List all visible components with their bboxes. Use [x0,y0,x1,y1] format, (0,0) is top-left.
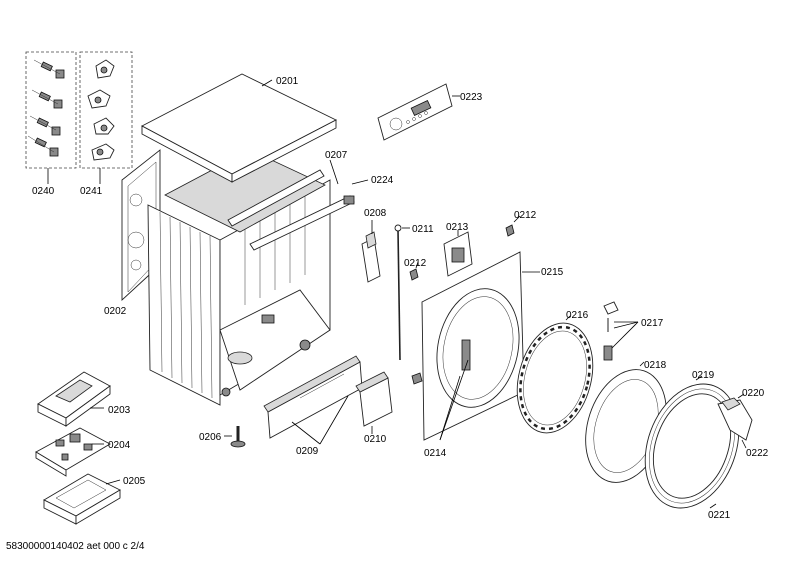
hinge-parts-0217 [603,301,619,361]
clip-lower [411,372,423,385]
label-0212-right: 0212 [514,210,537,221]
control-panel-0223 [377,83,453,141]
adjustable-foot-0206 [230,426,246,448]
electronic-module-0203 [37,371,111,427]
door-lock-0213 [443,231,473,277]
clip-0212-left [409,268,419,281]
label-0217: 0217 [641,318,664,329]
kit-0240-box [25,51,77,169]
door-inner-ring-0216 [516,322,594,434]
label-0241: 0241 [80,186,103,197]
label-0210: 0210 [364,434,387,445]
label-0222: 0222 [746,448,769,459]
service-flap-0210 [355,371,393,427]
label-0207: 0207 [325,150,348,161]
label-0208: 0208 [364,208,387,219]
label-0223: 0223 [460,92,483,103]
label-0212-left: 0212 [404,258,427,269]
label-0214: 0214 [424,448,447,459]
label-0216: 0216 [566,310,589,321]
kit-0241-box [79,51,133,169]
cabinet-body [147,149,331,406]
label-0240: 0240 [32,186,55,197]
label-0205: 0205 [123,476,146,487]
label-0224: 0224 [371,175,394,186]
door-handle-0220 [717,397,753,441]
label-0211: 0211 [412,224,434,235]
front-panel-0215 [421,251,525,441]
cross-brace-0224 [249,195,355,251]
label-0201: 0201 [276,76,299,87]
clip-0212-right [505,224,515,237]
label-0204: 0204 [108,440,131,451]
label-0206: 0206 [199,432,222,443]
label-0213: 0213 [446,222,469,233]
top-cover-0201 [141,73,337,183]
label-0220: 0220 [742,388,765,399]
label-0215: 0215 [541,267,564,278]
circuit-board-0204 [35,427,111,477]
door-outer-ring-0219 [644,383,740,509]
label-0202: 0202 [104,306,127,317]
label-0209: 0209 [296,446,319,457]
document-code: 58300000140402 aet 000 c 2/4 [6,541,145,552]
rod-0211 [394,224,402,361]
label-0203: 0203 [108,405,131,416]
label-0221: 0221 [708,510,731,521]
label-0218: 0218 [644,360,667,371]
cross-brace-0207 [227,169,325,227]
label-0219: 0219 [692,370,715,381]
hose-bracket-0208 [361,231,381,283]
module-housing-0205 [43,473,121,525]
part-labels: 0201 0202 0203 0204 0205 0206 0207 0208 … [32,76,769,521]
